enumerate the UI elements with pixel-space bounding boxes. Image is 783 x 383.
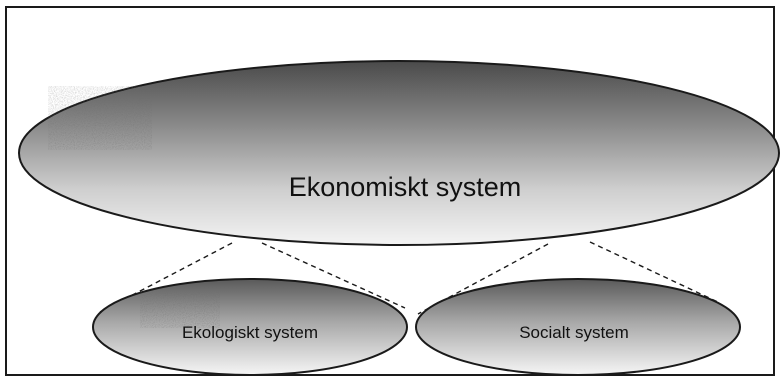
social-system-label: Socialt system [519, 323, 629, 342]
connector-left-inner [261, 242, 406, 309]
speckle-texture [140, 292, 220, 328]
social-system-ellipse: Socialt system [415, 278, 741, 376]
economic-system-ellipse: Ekonomiskt system [18, 60, 780, 246]
connector-left-outer [99, 242, 233, 313]
connector-right-outer [417, 243, 549, 315]
connector-lines [99, 241, 721, 315]
ecological-system-label: Ekologiskt system [182, 323, 318, 342]
ecological-system-ellipse: Ekologiskt system [92, 278, 408, 376]
connector-right-inner [589, 241, 721, 304]
speckle-texture [48, 86, 152, 150]
economic-system-label: Ekonomiskt system [289, 172, 522, 202]
